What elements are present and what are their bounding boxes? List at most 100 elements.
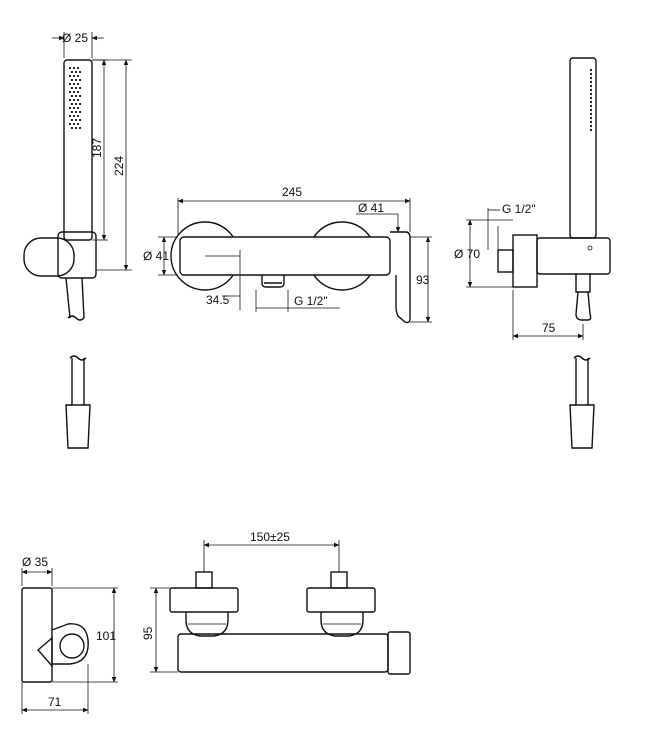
nozzle-dot: [70, 78, 74, 82]
nozzle-dot: [72, 98, 76, 102]
mixer-lever: [390, 231, 411, 324]
side-mark: [587, 245, 593, 251]
nozzle-dot: [70, 70, 74, 74]
dim-mixer-width: 245: [282, 185, 302, 199]
mixer-body: [179, 236, 391, 276]
dim-holder-diameter: Ø 35: [22, 555, 48, 569]
wall-holder-view: Ø 35 101 71: [21, 555, 118, 714]
nozzle-dot: [70, 94, 74, 98]
nozzle-dot: [68, 122, 72, 126]
nozzle-dot: [78, 118, 82, 122]
nozzle-dot: [589, 88, 593, 92]
nozzle-dot: [74, 102, 78, 106]
nozzle-dot: [68, 66, 72, 70]
hand-shower-view: Ø 25 187 224: [23, 31, 132, 449]
dim-side-depth: 75: [542, 321, 556, 335]
holder-ring: [59, 633, 85, 659]
inlet-stub-left: [195, 571, 213, 589]
nozzle-dot: [589, 96, 593, 100]
nozzle-dot: [76, 114, 80, 118]
side-hose-outlet: [575, 291, 592, 321]
dim-hand-shower-total: 224: [112, 156, 126, 176]
hose-connector: [65, 404, 91, 449]
nozzle-dot: [76, 74, 80, 78]
dim-hand-shower-diameter: Ø 25: [62, 31, 88, 45]
nozzle-dot: [76, 82, 80, 86]
hand-shower-body: [63, 59, 93, 241]
nozzle-dot: [78, 102, 82, 106]
nozzle-dot: [68, 82, 72, 86]
nozzle-dot: [72, 122, 76, 126]
nozzle-dot: [72, 74, 76, 78]
spray-nozzles: [68, 66, 82, 130]
nozzle-dot: [78, 94, 82, 98]
wall-connection: [497, 249, 514, 273]
hose-break: [67, 315, 85, 321]
holder-wedge: [37, 636, 53, 668]
nozzle-dot: [72, 90, 76, 94]
nozzle-dot: [72, 114, 76, 118]
nozzle-dot: [76, 66, 80, 70]
side-hose-connector: [569, 404, 595, 449]
nozzle-dot: [589, 120, 593, 124]
wall-holder: [23, 237, 75, 277]
dim-rosette-diameter: Ø 70: [454, 247, 480, 261]
nozzle-dot: [76, 90, 80, 94]
nozzle-dot: [589, 124, 593, 128]
nozzle-dot: [78, 86, 82, 90]
nozzle-dot: [78, 126, 82, 130]
nozzle-dot: [74, 78, 78, 82]
connector-right: [320, 612, 364, 637]
nozzle-dot: [589, 128, 593, 132]
nozzle-dot: [72, 106, 76, 110]
nozzle-dot: [74, 94, 78, 98]
nozzle-dot: [589, 92, 593, 96]
dim-holder-height: 101: [96, 629, 116, 643]
nozzle-dot: [78, 110, 82, 114]
nozzle-dot: [74, 86, 78, 90]
nozzle-dot: [589, 84, 593, 88]
nozzle-dot: [78, 70, 82, 74]
holder-post: [21, 587, 53, 683]
nozzle-dot: [78, 78, 82, 82]
nozzle-dot: [589, 100, 593, 104]
nozzle-dot: [68, 98, 72, 102]
nozzle-dot: [70, 118, 74, 122]
side-spout: [575, 274, 591, 293]
rosette-right: [306, 587, 376, 613]
dim-spout-offset: 34.5: [206, 293, 230, 307]
nozzle-dot: [589, 72, 593, 76]
mixer-front-view: 245 Ø 41 Ø 41 93 34.5 G 1/2": [143, 185, 432, 324]
nozzle-dot: [76, 122, 80, 126]
nozzle-dot: [589, 76, 593, 80]
nozzle-dot: [74, 126, 78, 130]
dim-handle-diameter: Ø 41: [358, 201, 384, 215]
mixer-rear-view: 150±25 95: [141, 530, 411, 675]
side-hand-shower: [569, 57, 597, 239]
spout-outlet: [261, 275, 285, 288]
side-spray-nozzles: [589, 68, 593, 132]
nozzle-dot: [68, 106, 72, 110]
nozzle-dot: [70, 110, 74, 114]
nozzle-dot: [76, 98, 80, 102]
nozzle-dot: [72, 66, 76, 70]
nozzle-dot: [70, 102, 74, 106]
nozzle-dot: [76, 106, 80, 110]
hose-line-left: [65, 277, 71, 319]
nozzle-dot: [74, 110, 78, 114]
rear-end-cap: [387, 631, 411, 675]
nozzle-dot: [68, 90, 72, 94]
dim-mixer-height: 93: [416, 273, 430, 287]
nozzle-dot: [589, 108, 593, 112]
mixer-side-view: Ø 70 G 1/2" 75: [454, 57, 611, 449]
dim-thread-bottom: G 1/2": [294, 294, 328, 308]
side-body: [536, 237, 611, 275]
dim-holder-width: 71: [48, 695, 62, 709]
dim-thread-side: G 1/2": [502, 202, 536, 216]
nozzle-dot: [589, 68, 593, 72]
nozzle-dot: [589, 80, 593, 84]
hose-line-right: [81, 277, 85, 319]
holder-clamp: [57, 231, 97, 279]
nozzle-dot: [589, 112, 593, 116]
nozzle-dot: [68, 74, 72, 78]
